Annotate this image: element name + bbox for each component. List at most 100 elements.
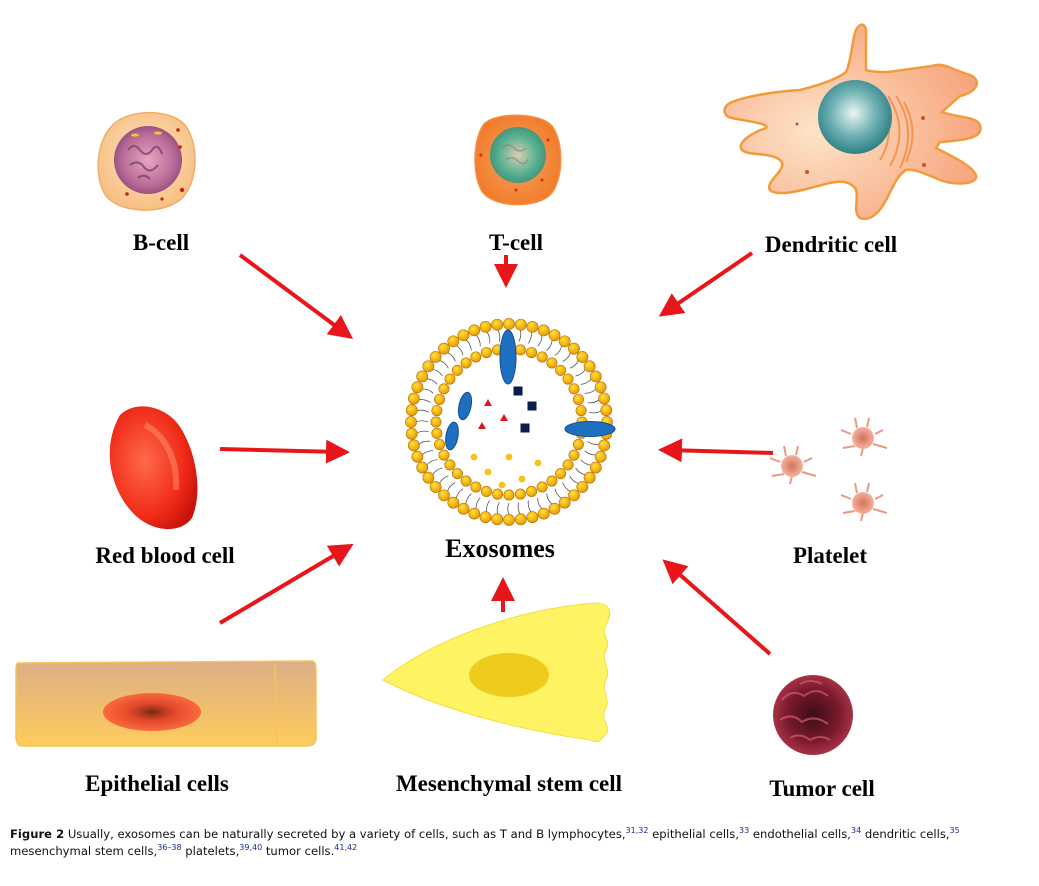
lipid-head-outer [558, 496, 571, 509]
cargo-dot [484, 468, 492, 476]
lipid-head-outer [438, 489, 450, 502]
cargo-dot [534, 459, 542, 467]
diagram-canvas [15, 23, 982, 755]
lipid-head-inner [451, 468, 463, 480]
citation-ref[interactable]: 39,40 [239, 843, 263, 852]
lipid-head-outer [583, 471, 596, 484]
lipid-head-outer [447, 335, 460, 348]
lipid-head-outer [503, 514, 515, 526]
lipid-head-inner [568, 383, 580, 395]
cargo-square [527, 401, 537, 411]
caption-text: tumor cells. [262, 844, 335, 858]
lipid-head-inner [460, 357, 472, 369]
lipid-head-outer [457, 329, 470, 342]
lipid-head-inner [444, 373, 456, 385]
lipid-head-outer [447, 496, 460, 509]
citation-ref[interactable]: 36–38 [157, 843, 182, 852]
caption-text: epithelial cells, [648, 827, 740, 841]
lipid-head-outer [548, 329, 561, 342]
lipid-head-inner [536, 481, 548, 493]
arrow-from-epithelial-cells [218, 543, 354, 625]
lipid-head-outer [429, 481, 442, 493]
cargo-triangle [500, 414, 508, 421]
lipid-head-outer [468, 324, 481, 337]
lipid-head-outer [438, 342, 450, 355]
platelet-illustration [769, 417, 888, 522]
lipid-head-outer [589, 461, 602, 474]
arrow-from-b-cell [238, 253, 354, 339]
lipid-head-outer [594, 450, 607, 463]
cargo-dot [470, 453, 478, 461]
lipid-head-outer [558, 335, 571, 348]
lipid-head-outer [479, 320, 492, 333]
lipid-head-outer [526, 320, 539, 333]
exosome-source-diagram: B-cell T-cell Dendritic cell Red blood c… [15, 23, 982, 801]
label-red-blood-cell: Red blood cell [95, 543, 235, 568]
cargo-dot [505, 453, 513, 461]
red-blood-cell-illustration [109, 406, 198, 530]
figure-number: Figure 2 [10, 827, 65, 841]
citation-ref[interactable]: 35 [949, 826, 960, 835]
lipid-head-inner [444, 459, 456, 471]
lipid-head-outer [411, 450, 424, 463]
caption-text: Usually, exosomes can be naturally secre… [64, 827, 626, 841]
arrow-from-red-blood-cell [219, 439, 350, 464]
cargo-dot [518, 475, 526, 483]
lipid-head-outer [514, 513, 527, 526]
lipid-head-outer [594, 381, 607, 394]
cargo-square [513, 386, 523, 396]
b-cell-illustration [97, 111, 196, 211]
lipid-head-inner [470, 351, 482, 363]
arrows [218, 251, 774, 656]
label-tumor-cell: Tumor cell [769, 776, 875, 801]
lipid-head-inner [438, 383, 450, 395]
label-epithelial-cells: Epithelial cells [85, 771, 229, 796]
cargo-protein [457, 391, 473, 421]
lipid-head-outer [457, 502, 470, 515]
lipid-head-inner [526, 347, 538, 359]
cargo-triangle [484, 399, 492, 406]
lipid-head-inner [555, 364, 567, 376]
lipid-head-outer [491, 513, 504, 526]
figure-caption: Figure 2 Usually, exosomes can be natura… [10, 826, 1030, 860]
transmembrane-protein [499, 329, 517, 385]
epithelial-cells-illustration [15, 660, 317, 747]
lipid-head-inner [546, 475, 558, 487]
citation-ref[interactable]: 34 [850, 826, 862, 835]
lipid-head-outer [422, 471, 435, 484]
lipid-head-inner [480, 485, 492, 497]
lipid-head-outer [548, 502, 561, 515]
lipid-head-outer [568, 342, 580, 355]
citation-ref[interactable]: 33 [739, 826, 750, 835]
lipid-head-inner [555, 468, 567, 480]
lipid-head-outer [422, 360, 435, 373]
citation-ref[interactable]: 41,42 [334, 843, 358, 852]
lipid-head-outer [429, 351, 442, 363]
lipid-head-inner [434, 393, 446, 405]
caption-text: mesenchymal stem cells, [10, 844, 158, 858]
citation-ref[interactable]: 31,32 [625, 826, 649, 835]
lipid-head-inner [434, 439, 446, 451]
lipid-head-inner [492, 488, 504, 500]
lipid-head-outer [503, 318, 515, 330]
lipid-head-inner [514, 344, 526, 356]
caption-text: endothelial cells, [749, 827, 851, 841]
lipid-head-outer [405, 427, 418, 440]
caption-text: dendritic cells, [861, 827, 950, 841]
lipid-head-outer [583, 360, 596, 373]
lipid-head-outer [514, 318, 527, 331]
lipid-head-inner [514, 488, 526, 500]
lipid-head-outer [479, 511, 492, 524]
label-platelet: Platelet [792, 543, 868, 568]
label-dendritic-cell: Dendritic cell [764, 232, 898, 257]
lipid-head-outer [491, 318, 504, 331]
lipid-head-outer [589, 370, 602, 383]
lipid-head-inner [546, 357, 558, 369]
lipid-head-outer [568, 489, 580, 502]
arrow-from-platelet [658, 438, 774, 463]
lipid-head-inner [431, 427, 443, 439]
label-mesenchymal-stem-cell: Mesenchymal stem cell [395, 771, 623, 796]
tumor-cell-illustration [773, 675, 853, 755]
arrow-from-tumor-cell [662, 559, 772, 656]
lipid-head-inner [572, 439, 584, 451]
